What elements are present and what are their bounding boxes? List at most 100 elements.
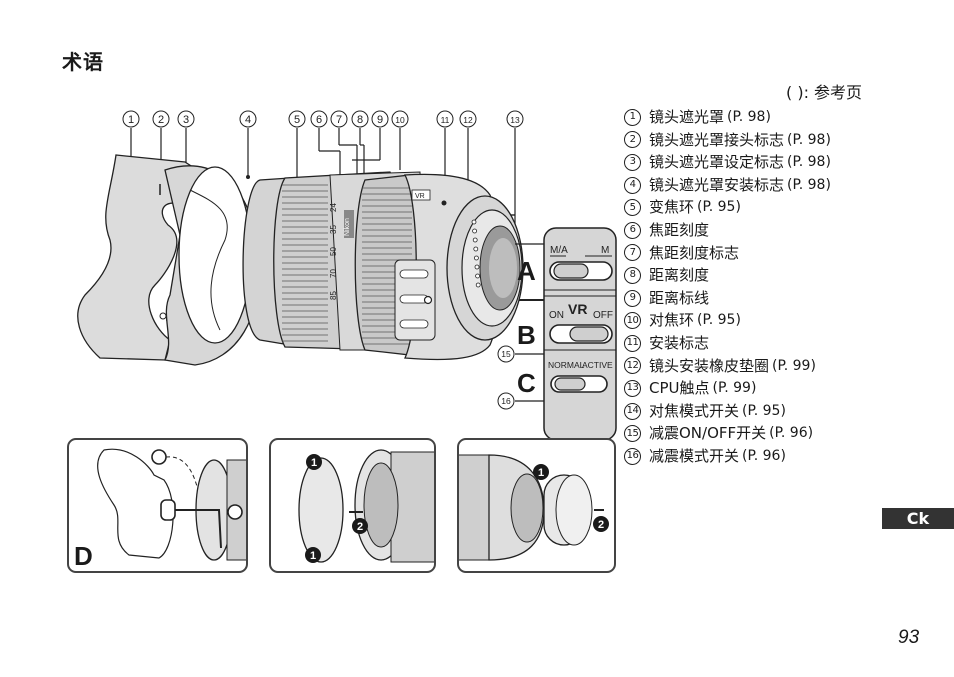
page-title: 术语: [62, 50, 104, 74]
callout-number: 7: [336, 114, 342, 126]
af-mode-left-label: M/A: [550, 245, 568, 256]
callout-number: 2: [158, 114, 164, 126]
vr-active-label: ACTIVE: [582, 360, 613, 370]
callout-number: 13: [510, 115, 520, 125]
callout-number: 15: [624, 425, 641, 443]
section-letter-b: B: [517, 320, 536, 350]
callout-number: 4: [624, 176, 641, 194]
page-reference: (P. 96): [769, 425, 814, 442]
callout-number: 3: [624, 153, 641, 171]
term-item: 10 对焦环(P. 95): [624, 309, 831, 332]
callout-number: 3: [183, 114, 189, 126]
page-reference: (P. 95): [742, 402, 786, 419]
callout-number: 10: [624, 312, 641, 330]
cpu-contact: [473, 255, 479, 261]
callout-number: 1: [624, 108, 641, 126]
page-reference: (P. 98): [787, 131, 831, 148]
hood-outline: [97, 448, 174, 559]
focal-length-mark: 50: [329, 247, 338, 256]
callout-circle: [239, 110, 257, 128]
callout-circle: [288, 110, 306, 128]
callout-number: 2: [624, 131, 641, 149]
term-label: 减震模式开关: [649, 446, 740, 465]
af-mode-slider[interactable]: [553, 263, 589, 279]
term-label: 对焦环: [649, 311, 695, 330]
callout-number: 6: [316, 114, 322, 126]
term-item: 16 减震模式开关(P. 96): [624, 445, 831, 468]
page-reference: (P. 99): [772, 357, 816, 374]
callout-number: 10: [395, 115, 405, 125]
step-badge: 1: [311, 457, 317, 469]
cpu-contact: [473, 246, 479, 252]
callout-circle: [330, 110, 348, 128]
inset-panel-front-cap: 1 2 1: [269, 438, 436, 573]
vr-on-label: ON: [549, 310, 564, 321]
front-lens-cap: [298, 457, 344, 563]
term-label: 镜头遮光罩设定标志: [649, 153, 785, 172]
term-label: 镜头遮光罩: [649, 108, 725, 126]
callout-number: 7: [624, 244, 641, 262]
callout-number: 16: [501, 396, 511, 406]
term-item: 3 镜头遮光罩设定标志(P. 98): [624, 151, 831, 174]
term-item: 1 镜头遮光罩(P. 98): [624, 106, 831, 129]
inset-panel-hood-attach: D: [67, 438, 248, 573]
vr-mode-slider[interactable]: [554, 377, 586, 391]
callout-circle: [177, 110, 195, 128]
callout-circle: [506, 110, 524, 128]
term-label: 镜头安装橡皮垫圈: [649, 356, 770, 375]
callout-circle: [152, 110, 170, 128]
term-item: 7 焦距刻度标志: [624, 242, 831, 265]
cpu-contact: [475, 282, 481, 288]
focal-length-mark: 35: [329, 225, 338, 234]
vr-off-label: OFF: [593, 310, 613, 321]
term-label: 焦距刻度: [649, 220, 710, 239]
callout-circle: [371, 110, 389, 128]
lens-hood: [77, 154, 260, 366]
step-badge: 2: [598, 519, 604, 531]
inset-panel-rear-cap: 1 2: [457, 438, 616, 573]
callout-number: 16: [624, 447, 641, 465]
callout-number: 1: [128, 114, 134, 126]
page-reference: (P. 99): [712, 380, 757, 397]
callout-number: 9: [624, 289, 641, 307]
vr-on-off-slider[interactable]: [569, 326, 609, 342]
callout-circle: [497, 345, 515, 363]
brand-label: Nikon: [344, 218, 351, 236]
term-label: 镜头遮光罩安装标志: [649, 175, 785, 194]
cpu-contact: [474, 264, 480, 270]
reference-legend: ( ): 参考页: [786, 83, 863, 102]
cpu-contact: [471, 219, 477, 225]
page-reference: (P. 98): [727, 109, 771, 125]
callout-number: 6: [624, 221, 641, 239]
callout-number: 14: [624, 402, 641, 420]
switch-panel: M/A M ON VR OFF NORMAL ACTIVE: [543, 227, 617, 440]
term-label: 安装标志: [649, 333, 710, 352]
callout-number: 12: [463, 115, 473, 125]
term-label: 对焦模式开关: [649, 401, 740, 420]
callout-circle: [391, 110, 409, 128]
vr-label: VR: [568, 301, 587, 317]
term-item: 14 对焦模式开关(P. 95): [624, 400, 831, 423]
term-label: 焦距刻度标志: [649, 243, 740, 262]
brand-plate: [344, 210, 354, 238]
callout-number: 4: [245, 114, 251, 126]
term-item: 6 焦距刻度: [624, 219, 831, 242]
language-tab: Ck: [882, 508, 954, 529]
callout-number: 15: [501, 349, 511, 359]
step-badge: 1: [538, 467, 544, 479]
callout-circle: [436, 110, 454, 128]
section-letter-d: D: [74, 541, 93, 571]
af-mode-right-label: M: [601, 245, 609, 256]
page-reference: (P. 98): [787, 154, 831, 171]
callout-number: 5: [294, 114, 300, 126]
page-reference: (P. 95): [697, 312, 741, 329]
page-reference: (P. 96): [742, 447, 786, 464]
cpu-contact: [472, 237, 478, 243]
